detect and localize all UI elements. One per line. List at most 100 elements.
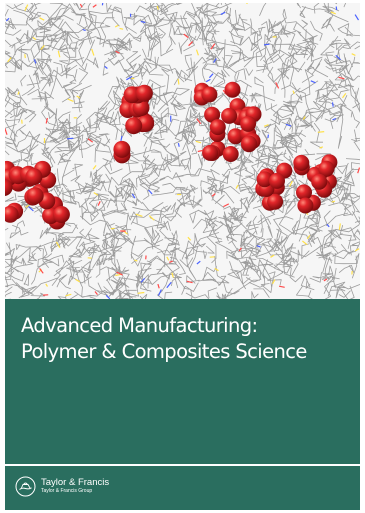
heteroatom-bond xyxy=(196,118,202,125)
heteroatom-bond xyxy=(92,4,97,8)
heteroatom-bond xyxy=(332,117,337,121)
heteroatom-bond xyxy=(331,102,334,107)
heteroatom-bond xyxy=(196,260,201,265)
heteroatom-bond xyxy=(92,165,97,170)
heteroatom-bond xyxy=(285,123,292,127)
heteroatom-bond xyxy=(93,192,99,196)
heteroatom-bond xyxy=(292,90,295,95)
heteroatom-bond xyxy=(24,4,29,12)
heteroatom-bond xyxy=(137,291,145,294)
oxygen-atom xyxy=(267,193,284,210)
heteroatom-bond xyxy=(156,5,159,10)
heteroatom-bond xyxy=(271,279,276,285)
heteroatom-bond xyxy=(39,17,45,21)
oxygen-atom xyxy=(113,140,131,158)
heteroatom-bond xyxy=(135,213,143,217)
oxygen-atom xyxy=(52,206,70,223)
heteroatom-bond xyxy=(131,193,136,199)
publisher-name: Taylor & Francis xyxy=(41,477,110,488)
heteroatom-bond xyxy=(116,271,123,276)
heteroatom-bond xyxy=(210,43,216,50)
heteroatom-bond xyxy=(33,59,37,64)
heteroatom-bond xyxy=(140,20,146,24)
heteroatom-bond xyxy=(186,280,193,284)
heteroatom-bond xyxy=(45,117,48,124)
oxygen-atom xyxy=(125,117,143,135)
molecular-structure-svg xyxy=(5,3,360,299)
oxygen-atom xyxy=(224,81,241,98)
oxygen-atom xyxy=(269,172,285,189)
heteroatom-bond xyxy=(302,116,306,120)
heteroatom-bond xyxy=(171,272,174,278)
heteroatom-bond xyxy=(205,78,211,83)
oxygen-atom xyxy=(241,135,258,152)
heteroatom-bond xyxy=(270,254,275,258)
heteroatom-bond xyxy=(148,189,153,195)
oxygen-atom xyxy=(256,171,273,188)
heteroatom-bond xyxy=(76,95,81,99)
heteroatom-bond xyxy=(183,33,189,39)
heteroatom-bond xyxy=(256,245,261,248)
heteroatom-bond xyxy=(310,80,316,84)
heteroatom-bond xyxy=(91,48,95,56)
heteroatom-bond xyxy=(177,78,180,85)
heteroatom-bond xyxy=(197,149,203,153)
heteroatom-bond xyxy=(326,223,330,228)
heteroatom-bond xyxy=(67,137,74,140)
heteroatom-bond xyxy=(166,256,170,261)
oxygen-atom xyxy=(5,179,13,196)
oxygen-atom xyxy=(26,187,44,205)
heteroatom-bond xyxy=(97,201,101,206)
heteroatom-bond xyxy=(208,73,214,79)
heteroatom-bond xyxy=(120,135,123,142)
title-band: Advanced Manufacturing: Polymer & Compos… xyxy=(5,299,360,464)
heteroatom-bond xyxy=(319,146,324,149)
heteroatom-bond xyxy=(39,268,44,274)
heteroatom-bond xyxy=(306,234,311,240)
heteroatom-bond xyxy=(223,203,230,208)
heteroatom-bond xyxy=(335,54,341,61)
oxygen-atom xyxy=(25,168,43,186)
heteroatom-bond xyxy=(57,50,61,58)
oxygen-atom xyxy=(318,160,335,177)
heteroatom-bond xyxy=(214,267,219,272)
heteroatom-bond xyxy=(104,65,108,69)
publisher-group: Taylor & Francis Group xyxy=(41,488,93,494)
oxygen-atom xyxy=(293,154,310,171)
taylor-francis-logo-icon xyxy=(15,476,36,497)
oxygen-atom xyxy=(5,205,19,223)
heteroatom-bond xyxy=(24,54,26,59)
heteroatom-bond xyxy=(79,3,83,8)
heteroatom-bond xyxy=(67,98,74,102)
heteroatom-bond xyxy=(169,260,173,263)
heteroatom-bond xyxy=(101,3,104,6)
heteroatom-bond xyxy=(289,180,293,187)
heteroatom-bond xyxy=(357,167,360,174)
heteroatom-bond xyxy=(5,128,8,135)
oxygen-atom xyxy=(135,84,153,102)
heteroatom-bond xyxy=(177,142,180,147)
heteroatom-bond xyxy=(105,294,111,299)
heteroatom-bond xyxy=(25,204,30,208)
heteroatom-bond xyxy=(354,14,360,21)
heteroatom-bond xyxy=(55,241,61,249)
heteroatom-bond xyxy=(40,45,45,50)
heteroatom-bond xyxy=(28,206,34,212)
heteroatom-bond xyxy=(45,283,49,287)
heteroatom-bond xyxy=(140,277,146,283)
heteroatom-bond xyxy=(195,140,202,144)
heteroatom-bond xyxy=(32,36,37,41)
heteroatom-bond xyxy=(263,43,270,46)
heteroatom-bond xyxy=(354,248,360,252)
divider-line xyxy=(5,464,360,466)
oxygen-atom xyxy=(222,146,239,162)
heteroatom-bond xyxy=(119,27,124,30)
bond-network xyxy=(5,3,360,299)
journal-title: Advanced Manufacturing: Polymer & Compos… xyxy=(21,313,351,365)
heteroatom-bond xyxy=(148,215,155,221)
heteroatom-bond xyxy=(245,3,248,5)
heteroatom-bond xyxy=(220,11,226,15)
atom-clusters xyxy=(5,81,338,230)
heteroatom-bond xyxy=(235,184,239,189)
heteroatom-bond xyxy=(7,57,12,63)
